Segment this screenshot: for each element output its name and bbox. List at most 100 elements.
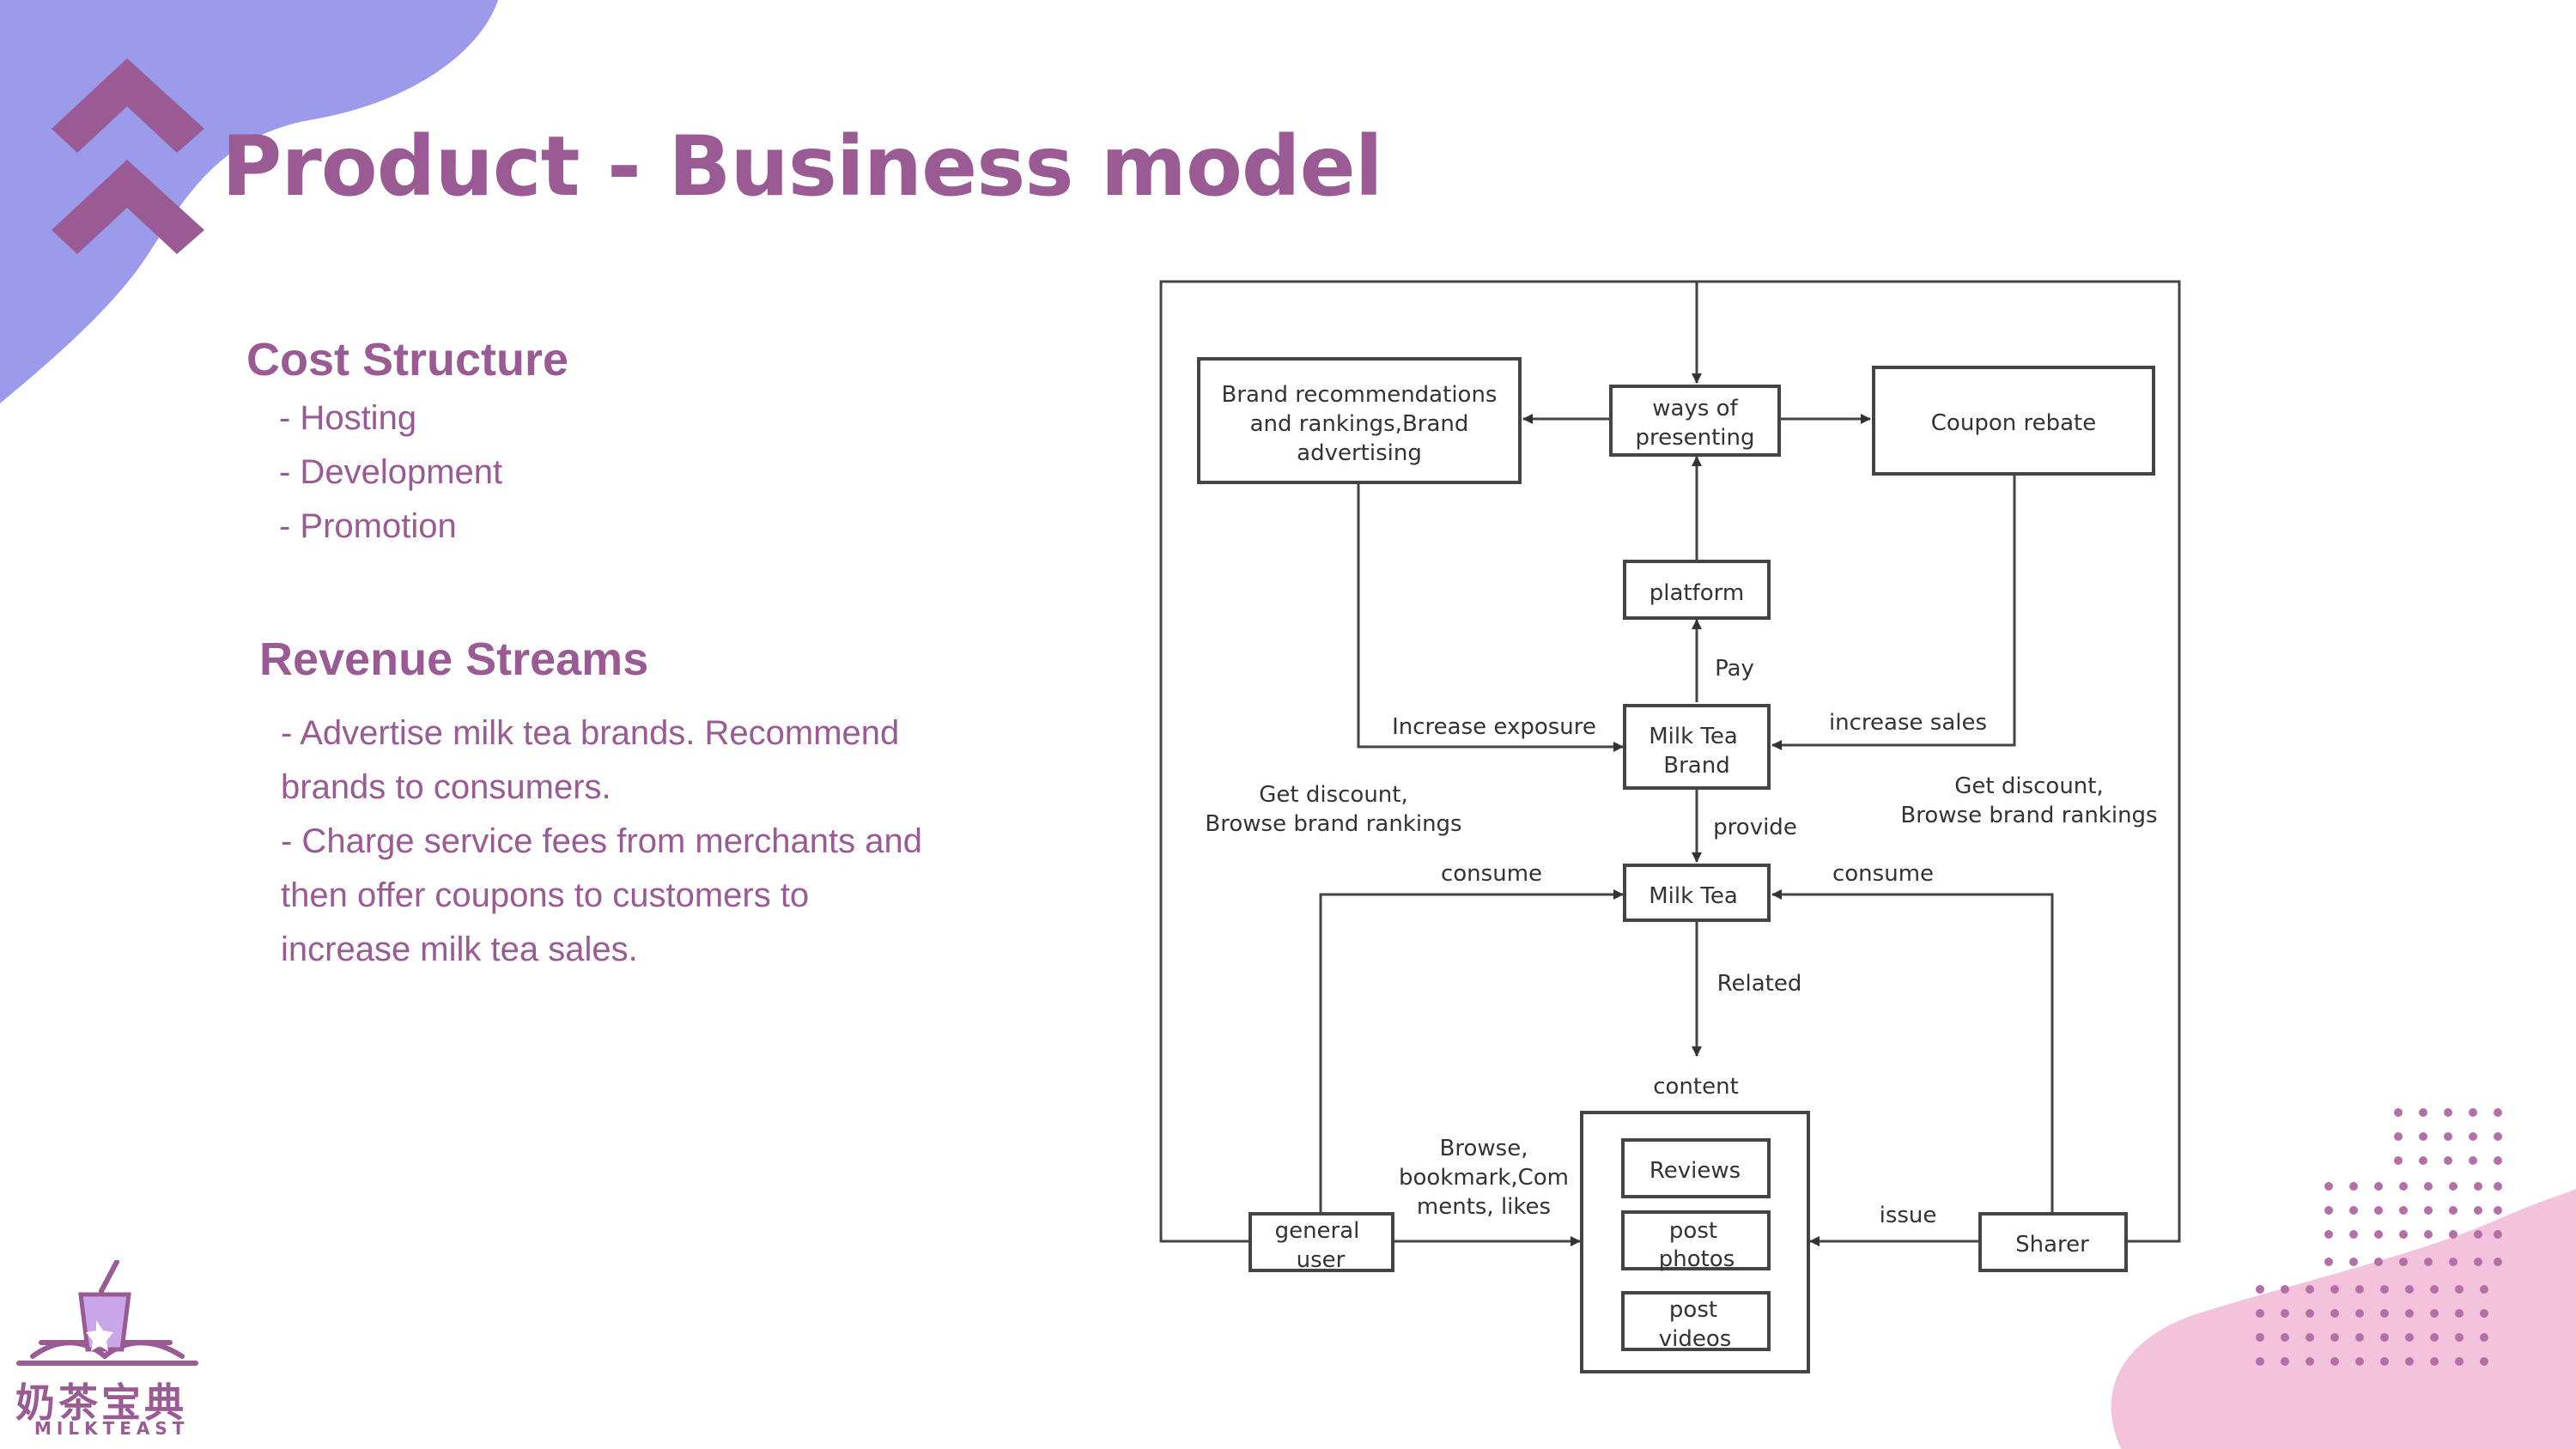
decor-dot [2430,1333,2439,1342]
revenue-line: - Charge service fees from merchants and [281,822,922,860]
decor-dot [2256,1333,2264,1342]
brand-recommendations-box [1197,357,1522,484]
consume-right-label: consume [1832,861,1934,887]
consume-left-label: consume [1441,861,1542,887]
decor-dot [2355,1333,2364,1342]
decor-dot [2405,1309,2414,1318]
decor-dot [2419,1132,2427,1141]
brand-logo-text: 奶茶宝典 [15,1379,187,1426]
decor-dot [2330,1309,2339,1318]
decor-dot [2281,1285,2289,1294]
decor-dot [2349,1230,2358,1239]
reviews-text: Reviews [1649,1158,1741,1184]
decor-dot [2399,1206,2408,1215]
decor-dot [2306,1309,2314,1318]
decor-dot [2374,1230,2383,1239]
chevron-logo-icon [52,58,204,254]
decor-dot [2430,1285,2439,1294]
decor-dot [2494,1182,2502,1191]
decor-dot [2494,1258,2502,1266]
decor-dot [2469,1132,2477,1141]
decor-dot [2380,1285,2389,1294]
decor-dot [2444,1156,2452,1165]
decor-dot [2494,1108,2502,1117]
arrow-user-to-milktea [1319,889,1624,1214]
decor-dot [2256,1357,2264,1366]
decor-dot [2349,1182,2358,1191]
cost-item-hosting: - Hosting [279,399,417,437]
decor-dot [2480,1357,2488,1366]
decor-dot [2469,1108,2477,1117]
decor-dot [2355,1285,2364,1294]
decor-dot [2480,1285,2488,1294]
decor-dot [2355,1357,2364,1366]
decor-dot [2330,1357,2339,1366]
decor-dot [2424,1182,2433,1191]
milk-tea-book-logo-icon [16,1260,198,1366]
decor-dot [2424,1258,2433,1266]
get-discount-right-label: Get discount, [1954,773,2104,799]
decor-dot [2380,1357,2389,1366]
revenue-line: increase milk tea sales. [281,931,638,968]
decor-dot [2480,1309,2488,1318]
decor-dot [2394,1156,2403,1165]
decor-dot [2424,1206,2433,1215]
get-discount-left-label: Get discount, [1259,782,1408,808]
general-user-text: general [1275,1218,1360,1244]
post-photos-text: post [1669,1218,1717,1244]
decor-dot [2455,1333,2464,1342]
related-label: Related [1717,971,1802,997]
milk-tea-text: Milk Tea [1649,883,1738,909]
decor-dot [2306,1357,2314,1366]
issue-label: issue [1880,1203,1937,1228]
brand-logo-subtext: MILKTEAST [34,1418,190,1439]
cost-item-development: - Development [279,453,503,491]
outer-loop-line [1159,280,2181,1243]
decor-dot [2399,1230,2408,1239]
decor-dot [2474,1182,2482,1191]
decor-dot [2430,1357,2439,1366]
decor-dot [2430,1309,2439,1318]
decor-dot [2419,1156,2427,1165]
decor-dot [2374,1182,2383,1191]
decor-dot [2256,1285,2264,1294]
decor-dot [2449,1182,2458,1191]
decor-dot [2281,1333,2289,1342]
revenue-streams-heading: Revenue Streams [259,634,649,685]
decor-dot [2355,1309,2364,1318]
decor-dot [2480,1333,2488,1342]
post-videos-text: post [1669,1297,1717,1323]
decor-dot [2324,1206,2333,1215]
decor-dot [2405,1357,2414,1366]
browse-label: ments, likes [1417,1194,1551,1220]
brand-rec-text: advertising [1297,440,1422,466]
revenue-line: brands to consumers. [281,768,611,806]
content-label: content [1653,1074,1739,1100]
browse-label: Browse, [1440,1136,1528,1161]
decor-dot [2449,1206,2458,1215]
decor-dot [2324,1258,2333,1266]
pay-label: Pay [1715,656,1754,682]
arrow-sharer-to-milktea [1771,889,2054,1214]
milk-tea-brand-text: Brand [1663,753,1729,779]
decor-dot [2474,1230,2482,1239]
decor-dot [2455,1357,2464,1366]
post-videos-text: videos [1659,1326,1732,1352]
page-title: Product - Business model [222,118,1383,215]
decor-dot [2399,1258,2408,1266]
decor-dot [2474,1206,2482,1215]
decor-dot [2444,1108,2452,1117]
decor-dot [2405,1333,2414,1342]
decor-dot [2474,1258,2482,1266]
decor-dot [2455,1285,2464,1294]
milk-tea-brand-box [1623,704,1771,790]
post-photos-box [1621,1210,1771,1270]
cost-structure-heading: Cost Structure [246,334,569,385]
decor-dot [2324,1230,2333,1239]
decor-dot [2405,1285,2414,1294]
brand-rec-text: Brand recommendations [1222,382,1498,408]
decor-dot [2306,1285,2314,1294]
decor-dot [2256,1309,2264,1318]
general-user-text: user [1297,1247,1346,1273]
increase-sales-label: increase sales [1829,710,1987,736]
